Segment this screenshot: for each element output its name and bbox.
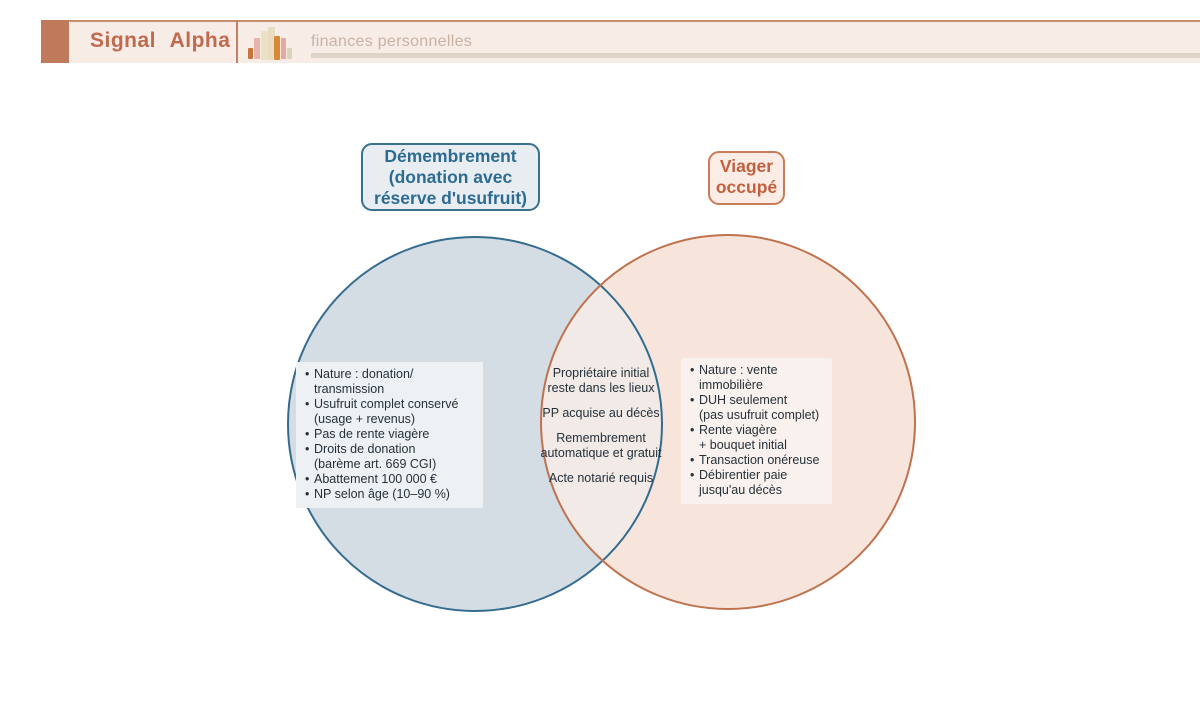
list-item-text: Droits de donation (barème art. 669 CGI) bbox=[314, 442, 437, 471]
list-item: • Pas de rente viagère bbox=[304, 427, 478, 442]
overlap-item: Remembrement automatique et gratuit bbox=[540, 431, 662, 460]
bullet-marker: • bbox=[305, 427, 310, 441]
bullet-marker: • bbox=[690, 393, 695, 407]
list-item-text: Transaction onéreuse bbox=[699, 453, 820, 467]
brand-title: Signal Alpha bbox=[90, 29, 231, 52]
bullet-marker: • bbox=[305, 487, 310, 501]
list-item-text: DUH seulement (pas usufruit complet) bbox=[699, 393, 820, 422]
list-item-text: Nature : vente immobilière bbox=[699, 363, 778, 392]
list-item-text: Rente viagère + bouquet initial bbox=[699, 423, 787, 452]
header-divider bbox=[236, 20, 238, 63]
overlap-item: PP acquise au décès bbox=[542, 406, 660, 420]
list-item: • NP selon âge (10–90 %) bbox=[304, 487, 478, 502]
list-item: • Nature : donation/ transmission bbox=[304, 367, 478, 397]
bar-chart-icon-bar bbox=[287, 48, 292, 59]
bar-chart-icon bbox=[247, 24, 295, 60]
list-item: • Débirentier paie jusqu'au décès bbox=[689, 468, 827, 498]
bullet-marker: • bbox=[690, 453, 695, 467]
list-item: • Usufruit complet conservé (usage + rev… bbox=[304, 397, 478, 427]
bar-chart-icon-bar bbox=[254, 38, 260, 59]
list-item-text: Débirentier paie jusqu'au décès bbox=[699, 468, 788, 497]
right-circle-title: Viager occupé bbox=[708, 151, 785, 205]
list-item: • Droits de donation (barème art. 669 CG… bbox=[304, 442, 478, 472]
list-item: • Transaction onéreuse bbox=[689, 453, 827, 468]
topic-label: finances personnelles bbox=[311, 33, 473, 50]
list-item: • Abattement 100 000 € bbox=[304, 472, 478, 487]
bullet-marker: • bbox=[690, 468, 695, 482]
left-circle-title: Démembrement (donation avec réserve d'us… bbox=[361, 143, 540, 211]
bullet-marker: • bbox=[305, 367, 310, 381]
bar-chart-icon-bar bbox=[268, 27, 275, 60]
right-circle-list: • Nature : vente immobilière • DUH seule… bbox=[681, 358, 832, 504]
bullet-marker: • bbox=[305, 442, 310, 456]
bar-chart-icon-bar bbox=[274, 36, 280, 60]
bullet-marker: • bbox=[305, 397, 310, 411]
topic-underline bbox=[311, 53, 1200, 58]
overlap-item: Acte notarié requis bbox=[548, 471, 654, 485]
brand-square bbox=[41, 20, 69, 63]
list-item-text: NP selon âge (10–90 %) bbox=[314, 487, 450, 501]
bar-chart-icon-bar bbox=[248, 48, 253, 59]
bar-chart-icon-bar bbox=[261, 31, 268, 60]
list-item-text: Pas de rente viagère bbox=[314, 427, 430, 441]
overlap-list: Propriétaire initial reste dans les lieu… bbox=[538, 366, 664, 486]
bullet-marker: • bbox=[305, 472, 310, 486]
bullet-marker: • bbox=[690, 363, 695, 377]
list-item-text: Nature : donation/ transmission bbox=[314, 367, 414, 396]
list-item-text: Abattement 100 000 € bbox=[314, 472, 438, 486]
left-circle-list: • Nature : donation/ transmission • Usuf… bbox=[296, 362, 483, 508]
bar-chart-icon-bar bbox=[281, 38, 286, 59]
list-item: • DUH seulement (pas usufruit complet) bbox=[689, 393, 827, 423]
overlap-item: Propriétaire initial reste dans les lieu… bbox=[547, 366, 655, 395]
bullet-marker: • bbox=[690, 423, 695, 437]
list-item: • Rente viagère + bouquet initial bbox=[689, 423, 827, 453]
list-item: • Nature : vente immobilière bbox=[689, 363, 827, 393]
list-item-text: Usufruit complet conservé (usage + reven… bbox=[314, 397, 459, 426]
